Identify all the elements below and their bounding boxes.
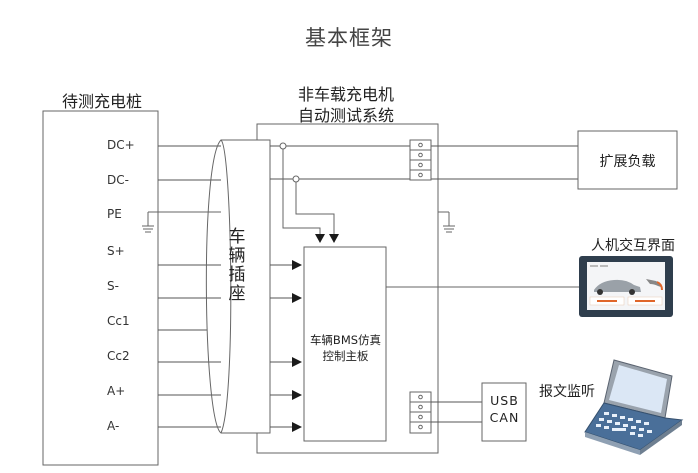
hmi-label: 人机交互界面 (591, 238, 675, 254)
terminal-block-bottom (409, 391, 432, 434)
pin-label: A- (107, 419, 120, 433)
system-ground-symbol (438, 211, 455, 233)
vehicle-socket-label: 车辆插座 (228, 227, 246, 304)
diagram-title: 基本框架 (305, 26, 393, 50)
pin-label: Cc2 (107, 349, 130, 363)
pin-label: DC+ (107, 138, 135, 152)
bms-input-arrows (292, 260, 302, 432)
laptop-icon (584, 359, 684, 455)
usb-can-box (481, 382, 527, 442)
pin-wires (158, 145, 222, 428)
pin-label: Cc1 (107, 314, 130, 328)
sense-arrows (315, 234, 339, 243)
bms-board-label-line1: 车辆BMS仿真 (309, 333, 382, 347)
vehicle-socket-box (221, 139, 271, 434)
test-system-label-line2: 自动测试系统 (298, 106, 395, 125)
pin-label: DC- (107, 173, 129, 187)
pin-label: PE (107, 207, 122, 221)
bms-board-label: 车辆BMS仿真 控制主板 (304, 332, 387, 364)
charger-box (42, 110, 159, 466)
usb-can-label: USB CAN (482, 392, 527, 426)
pin-label: S+ (107, 244, 125, 258)
charger-under-test-label: 待测充电桩 (62, 92, 143, 111)
message-monitor-label: 报文监听 (539, 384, 595, 400)
pe-ground-symbol (142, 211, 222, 233)
hmi-screen-image (579, 256, 673, 317)
bms-board-box (303, 246, 387, 442)
usb-can-line1: USB (490, 393, 519, 408)
pin-label: S- (107, 279, 119, 293)
socket-to-bms-wires (270, 264, 292, 428)
extension-load-label: 扩展负载 (599, 154, 656, 170)
bms-board-label-line2: 控制主板 (322, 349, 369, 363)
sense-taps (279, 142, 335, 236)
usb-can-line2: CAN (489, 410, 520, 425)
test-system-label-line1: 非车载充电机 (298, 85, 395, 104)
extension-load-box (577, 130, 678, 190)
pin-label: A+ (107, 384, 126, 398)
terminal-block-top (409, 139, 432, 181)
